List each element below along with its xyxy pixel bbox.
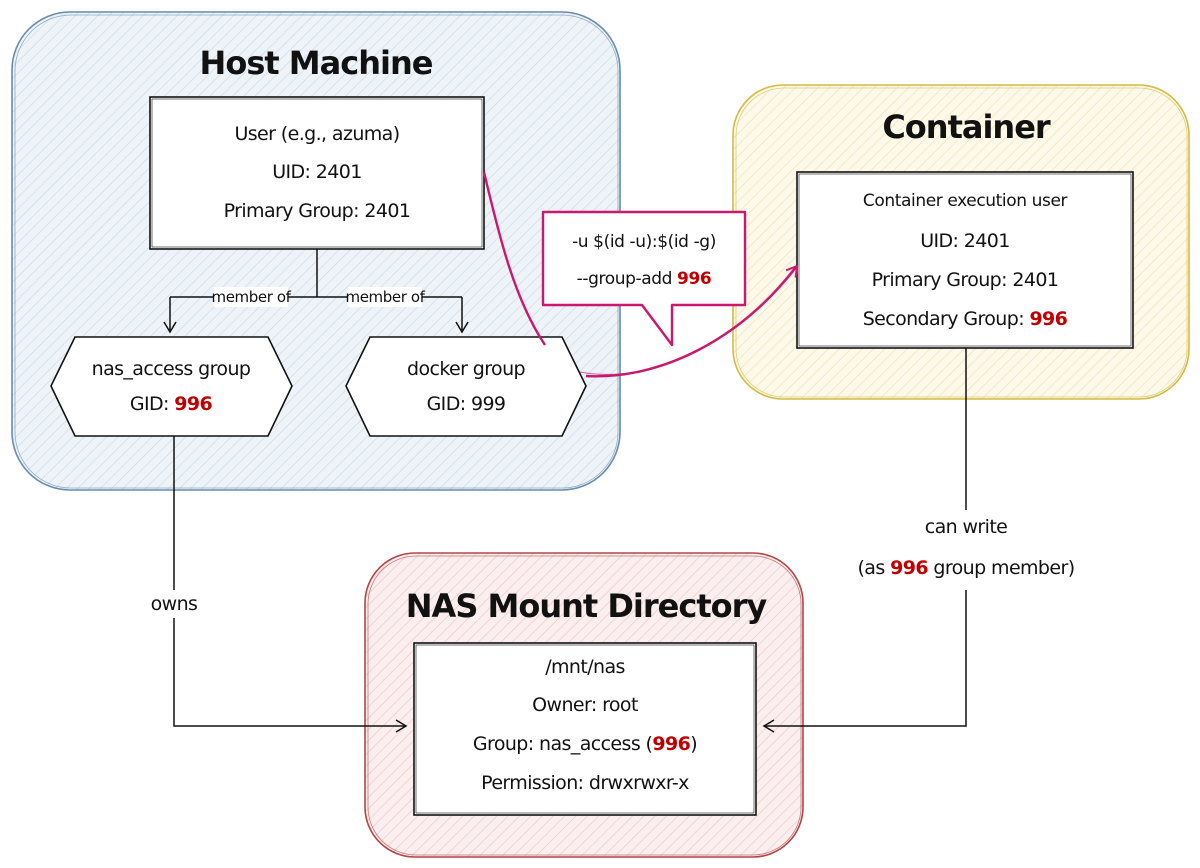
nas-access-gid-value: 996 <box>174 393 212 415</box>
callout-group-add-option: --group-add 996 <box>577 269 712 289</box>
nas-mount-title: NAS Mount Directory <box>406 587 768 625</box>
nas-mount-box: /mnt/nas Owner: root Group: nas_access (… <box>413 642 757 816</box>
nas-mount-group: NAS Mount Directory /mnt/nas Owner: root… <box>364 552 804 858</box>
owns-edge: owns <box>140 436 408 733</box>
container-user-uid: UID: 2401 <box>920 230 1010 252</box>
member-of-label-left: member of <box>212 288 292 306</box>
callout-group-add-value: 996 <box>677 269 711 289</box>
callout-user-option: -u $(id -u):$(id -g) <box>572 232 716 252</box>
host-user-box: User (e.g., azuma) UID: 2401 Primary Gro… <box>149 96 485 250</box>
nas-mount-owner: Owner: root <box>532 694 638 716</box>
host-user-primary-group: Primary Group: 2401 <box>224 200 411 222</box>
nas-access-group-name: nas_access group <box>92 358 251 380</box>
docker-group-name: docker group <box>407 358 526 380</box>
nas-access-group-node: nas_access group GID: 996 <box>50 336 293 437</box>
can-write-edge: can write (as 996 group member) <box>762 348 1075 733</box>
can-write-group-label: (as 996 group member) <box>857 557 1074 579</box>
member-of-label-right: member of <box>346 288 426 306</box>
container-title: Container <box>882 108 1051 146</box>
nas-mount-path: /mnt/nas <box>545 656 625 678</box>
nas-access-group-gid: GID: 996 <box>130 393 213 415</box>
host-machine-title: Host Machine <box>200 44 433 82</box>
owns-label: owns <box>151 593 198 615</box>
nas-mount-group-line: Group: nas_access (996) <box>473 733 697 755</box>
docker-group-gid: GID: 999 <box>427 393 506 415</box>
nas-mount-permission: Permission: drwxrwxr-x <box>481 772 689 794</box>
host-machine-group: Host Machine User (e.g., azuma) UID: 240… <box>11 11 621 491</box>
container-user-box: Container execution user UID: 2401 Prima… <box>796 171 1134 349</box>
docker-run-options-callout: -u $(id -u):$(id -g) --group-add 996 <box>541 210 747 347</box>
container-user-secondary-group: Secondary Group: 996 <box>863 308 1068 330</box>
member-of-connector: member of member of <box>163 249 469 334</box>
container-user-primary-group: Primary Group: 2401 <box>872 269 1059 291</box>
can-write-label: can write <box>925 516 1008 538</box>
docker-group-node: docker group GID: 999 <box>345 336 587 437</box>
docker-run-flow <box>482 171 799 378</box>
host-user-name: User (e.g., azuma) <box>234 123 399 145</box>
can-write-group-value: 996 <box>890 557 928 579</box>
container-user-title: Container execution user <box>863 191 1068 211</box>
host-user-uid: UID: 2401 <box>272 161 362 183</box>
nas-group-value: 996 <box>652 733 690 755</box>
secondary-group-value: 996 <box>1029 308 1067 330</box>
container-group: Container Container execution user UID: … <box>732 84 1190 400</box>
